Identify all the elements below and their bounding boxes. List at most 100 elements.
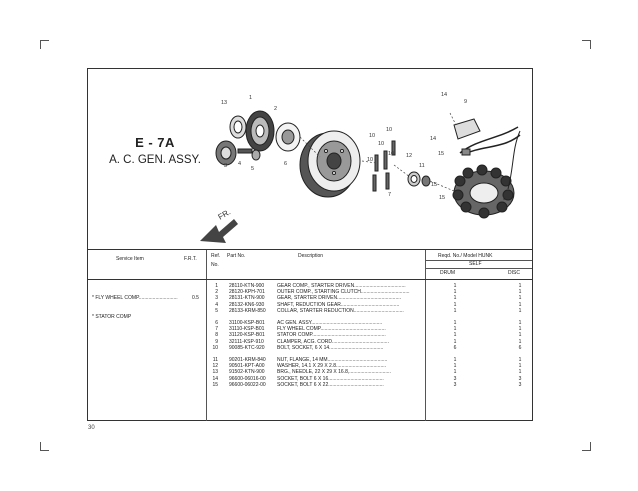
cell-part: 91502-KTN-900 [229, 369, 265, 376]
cell-part: 28131-KTN-900 [229, 295, 265, 302]
cell-ref: 2 [215, 289, 218, 296]
callout-4: 4 [238, 161, 241, 167]
figure-name: A. C. GEN. ASSY. [109, 154, 201, 166]
col-divider [425, 250, 426, 421]
callout-5: 5 [251, 166, 254, 172]
cell-desc: SOCKET, BOLT 6 X 22.....................… [277, 381, 384, 388]
cell-desc: GEAR COMP., STARTER DRIVEN..............… [277, 283, 406, 289]
cell-part: 28133-KRM-850 [229, 307, 266, 314]
stator-comp [452, 164, 515, 219]
cell-ref: 15 [212, 381, 218, 388]
table-row: 5 28133-KRM-850 COLLAR, STARTER REDUCTION.… [88, 308, 532, 314]
cell-disc: 1 [518, 295, 522, 302]
callout-11: 11 [419, 163, 425, 169]
callout-10-c: 10 [378, 141, 384, 147]
cell-ref: 9 [215, 338, 218, 345]
table-header: Service Item F.R.T. Ref. No. Part No. De… [88, 250, 532, 280]
col-divider [206, 250, 207, 421]
crop-mark-bottom-right [582, 442, 591, 451]
cell-disc: 1 [518, 307, 522, 314]
flange-nut-washer [407, 171, 431, 187]
parts-catalog-page: E - 7A A. C. GEN. ASSY. [87, 68, 533, 421]
header-rule [425, 268, 532, 269]
header-drum: DRUM [440, 270, 455, 276]
cell-ref: 12 [212, 363, 218, 370]
cell-drum: 1 [453, 326, 457, 333]
cell-drum: 3 [453, 381, 457, 388]
header-service-item: Service Item [116, 256, 144, 262]
cell-desc: SHAFT, REDUCTION GEAR...................… [277, 301, 400, 308]
cell-desc: COLLAR, STARTER REDUCTION...............… [277, 307, 404, 314]
cell-disc: 1 [518, 338, 522, 345]
callout-1: 1 [249, 95, 252, 101]
table-row: 9 32111-KSP-910 CLAMPER, ACG. CORD........… [88, 339, 532, 345]
acg-cord-clamper [453, 118, 521, 190]
exploded-diagram: E - 7A A. C. GEN. ASSY. [88, 69, 532, 249]
cell-part: 96600-06022-00 [229, 381, 266, 388]
page-number: 30 [88, 425, 95, 431]
socket-bolts [372, 140, 396, 192]
cell-disc: 1 [518, 283, 522, 289]
header-frt: F.R.T. [184, 256, 197, 262]
cell-desc: GEAR, STARTER DRIVEN....................… [277, 295, 402, 302]
callout-2: 2 [274, 106, 277, 112]
cell-part: 31120-KSP-B01 [229, 332, 265, 339]
cell-drum: 1 [453, 289, 457, 296]
cell-part: 90501-KPT-A00 [229, 363, 265, 370]
callout-10-d: 10 [367, 157, 373, 163]
frt-value: 0.5 [192, 295, 199, 302]
cell-disc: 1 [518, 363, 522, 370]
header-self: SELF [469, 261, 482, 267]
callout-numbers: 13 1 2 3 4 5 6 10 10 10 10 10 12 11 14 9… [221, 92, 506, 202]
service-item: * STATOR COMP [92, 314, 132, 321]
callout-8: 8 [503, 196, 506, 202]
cell-disc: 3 [518, 375, 522, 382]
callout-15-a: 15 [438, 151, 444, 157]
cell-disc: 1 [518, 301, 522, 308]
parts-list-table: Service Item F.R.T. Ref. No. Part No. De… [88, 249, 532, 421]
cell-drum: 1 [453, 283, 457, 289]
cell-ref: 1 [215, 283, 218, 289]
cell-drum: 1 [453, 295, 457, 302]
cell-part: 28110-KTN-900 [229, 283, 265, 289]
cell-ref: 7 [215, 326, 218, 333]
callout-15-b: 15 [431, 182, 437, 188]
flywheel-comp [299, 130, 361, 198]
cell-part: 32111-KSP-910 [229, 338, 264, 345]
crop-mark-top-right [582, 40, 591, 49]
callout-9: 9 [464, 99, 467, 105]
cell-part: 28132-KN6-930 [229, 301, 265, 308]
cell-drum: 6 [453, 344, 457, 351]
cell-ref: 10 [212, 344, 218, 351]
cell-drum: 1 [453, 332, 457, 339]
callout-6: 6 [284, 161, 287, 167]
callout-3: 3 [224, 163, 227, 169]
header-reqd: Reqd. No./ Model HUNK [438, 253, 493, 259]
callout-13: 13 [221, 100, 227, 106]
cell-drum: 1 [453, 307, 457, 314]
cell-desc: CLAMPER, ACG. CORD......................… [277, 338, 389, 345]
cell-desc: STATOR COMP.............................… [277, 332, 386, 339]
cell-disc: 1 [518, 289, 522, 296]
cell-disc: 3 [518, 381, 522, 388]
cell-desc: SOCKET, BOLT 6 X 16.....................… [277, 375, 384, 382]
figure-code: E - 7A [135, 135, 175, 150]
cell-ref: 14 [212, 375, 218, 382]
callout-7: 7 [388, 192, 391, 198]
cell-desc: FLY WHEEL COMP..........................… [277, 326, 386, 333]
table-row: 1 28110-KTN-900 GEAR COMP., STARTER DRIVEN… [88, 283, 532, 289]
header-rule [425, 260, 532, 261]
crop-mark-bottom-left [40, 442, 49, 451]
cell-drum: 3 [453, 375, 457, 382]
cell-drum: 1 [453, 338, 457, 345]
cell-drum: 1 [453, 301, 457, 308]
cell-drum: 1 [453, 363, 457, 370]
cell-ref: 5 [215, 307, 218, 314]
crop-mark-top-left [40, 40, 49, 49]
